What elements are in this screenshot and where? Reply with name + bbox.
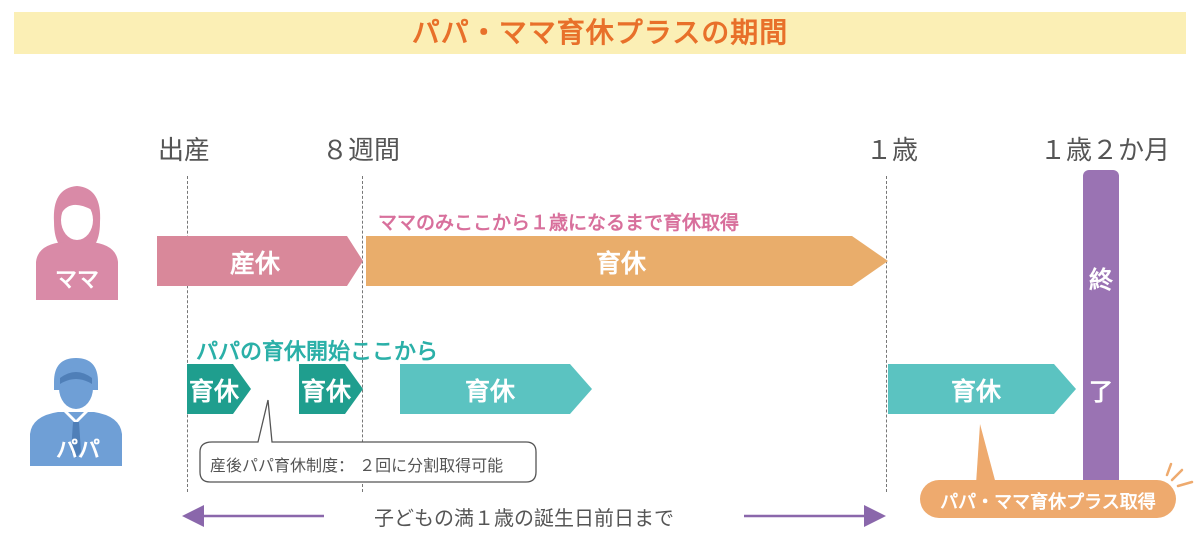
- milestone-age-1y2m: １歳２か月: [1040, 136, 1171, 166]
- papa-leave-label-3: 育休: [464, 377, 515, 406]
- span-text: 子どもの満１歳の誕生日前日まで: [374, 506, 674, 530]
- plus-badge-shape: [920, 424, 1194, 518]
- end-bar-char-1: 終: [1089, 266, 1113, 294]
- plus-badge-label: パパ・ママ育休プラス取得: [940, 492, 1156, 513]
- milestone-8-weeks: ８週間: [322, 136, 401, 166]
- mama-childcare-leave-label: 育休: [595, 249, 646, 278]
- papa-leave-label-1: 育休: [188, 377, 239, 406]
- birth-guide-line: [187, 176, 188, 492]
- page-title: パパ・ママ育休プラスの期間: [411, 16, 789, 49]
- week8-guide-line: [362, 176, 363, 492]
- papa-note: パパの育休開始ここから: [196, 340, 439, 365]
- age1-guide-line: [886, 176, 887, 492]
- papa-icon: [30, 358, 122, 466]
- callout-bubble: [199, 399, 537, 483]
- papa-leave-arrow-2: [299, 364, 363, 414]
- mama-note: ママのみここから１歳になるまで育休取得: [378, 212, 740, 234]
- maternity-leave-arrow: [157, 236, 363, 286]
- title-banner: パパ・ママ育休プラスの期間: [14, 12, 1186, 54]
- papa-leave-label-2: 育休: [300, 377, 351, 406]
- milestone-birth: 出産: [158, 136, 211, 166]
- span-arrow-left: [182, 505, 324, 527]
- papa-leave-label-4: 育休: [950, 377, 1001, 406]
- callout-text: 産後パパ育休制度： ２回に分割取得可能: [210, 456, 504, 475]
- end-bar-char-2: 了: [1089, 378, 1113, 406]
- papa-leave-arrow-1: [187, 364, 251, 414]
- mama-icon: [36, 186, 118, 300]
- maternity-leave-label: 産休: [229, 249, 280, 278]
- papa-label: パパ: [55, 438, 100, 463]
- milestone-age-1: １歳: [866, 136, 919, 166]
- papa-leave-arrow-3: [400, 364, 592, 414]
- mama-label: ママ: [54, 268, 99, 293]
- end-bar: [1083, 170, 1119, 490]
- mama-childcare-leave-arrow: [366, 236, 888, 286]
- papa-leave-arrow-4: [888, 364, 1076, 414]
- span-arrow-right: [744, 505, 886, 527]
